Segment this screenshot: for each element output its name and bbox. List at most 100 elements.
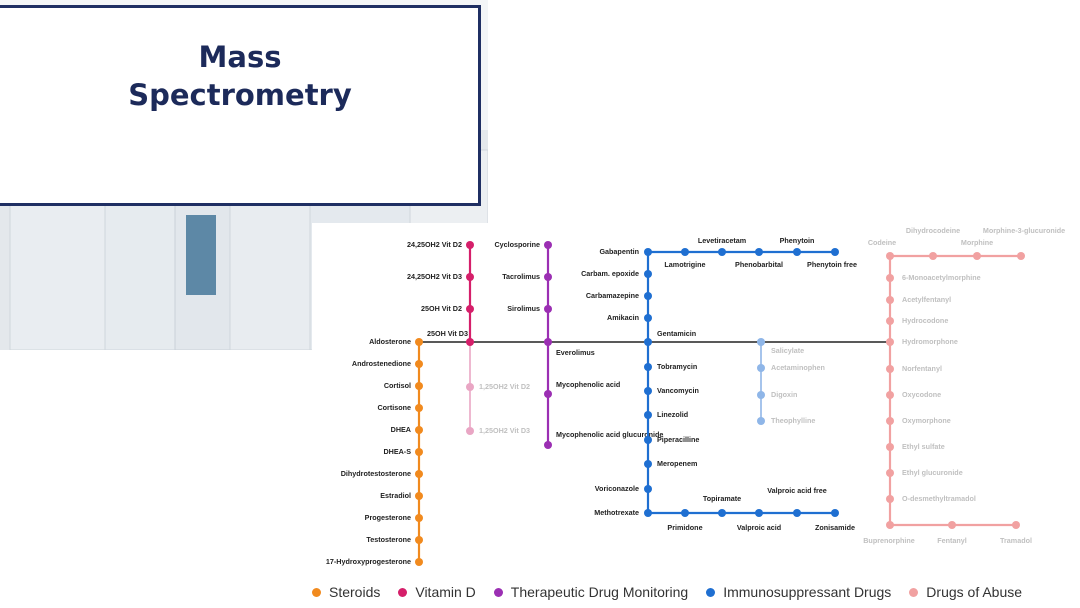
station-fentanyl — [948, 521, 956, 529]
station-sirolimus — [544, 305, 552, 313]
label-125oh2-vit-d2: 1,25OH2 Vit D2 — [479, 382, 530, 391]
label-tobramycin: Tobramycin — [657, 362, 697, 371]
station-acetylfentanyl — [886, 296, 894, 304]
label-testosterone: Testosterone — [366, 535, 411, 544]
station-buprenorphine — [886, 521, 894, 529]
station-salicylate — [757, 338, 765, 346]
station-vancomycin — [644, 387, 652, 395]
label-25oh-vit-d2: 25OH Vit D2 — [421, 304, 462, 313]
instrument-photo: Mass Spectrometry — [0, 0, 488, 350]
station-tobramycin — [644, 363, 652, 371]
label-oxycodone: Oxycodone — [902, 390, 941, 399]
label-2425oh2-vit-d2: 24,25OH2 Vit D2 — [407, 240, 462, 249]
station-2425oh2-vit-d2 — [466, 241, 474, 249]
station-phenytoin-free — [831, 248, 839, 256]
station-codeine — [886, 252, 894, 260]
station-voriconazole — [644, 485, 652, 493]
label-mycophenolic-acid-glucuronide: Mycophenolic acid glucuronide — [556, 430, 663, 439]
label-hydromorphone: Hydromorphone — [902, 337, 958, 346]
label-cyclosporine: Cyclosporine — [494, 240, 540, 249]
legend-dot-icon — [398, 587, 408, 597]
station-methotrexate — [644, 509, 652, 517]
station-estradiol — [415, 492, 423, 500]
station-ethyl-glucuronide — [886, 469, 894, 477]
station-testosterone — [415, 536, 423, 544]
label-morphine-3-glucuronide: Morphine-3-glucuronide — [983, 226, 1065, 235]
label-gabapentin: Gabapentin — [599, 247, 639, 256]
label-17-hydroxyprogesterone: 17-Hydroxyprogesterone — [326, 557, 411, 566]
label-buprenorphine: Buprenorphine — [863, 536, 915, 545]
station-norfentanyl — [886, 365, 894, 373]
station-phenytoin — [793, 248, 801, 256]
station-carbam-epoxide — [644, 270, 652, 278]
label-tramadol: Tramadol — [1000, 536, 1032, 545]
immuno-line: Gabapentin Carbam. epoxide Carbamazepine… — [581, 236, 857, 532]
legend-label: Therapeutic Drug Monitoring — [510, 584, 689, 600]
station-2425oh2-vit-d3 — [466, 273, 474, 281]
label-oxymorphone: Oxymorphone — [902, 416, 951, 425]
station-17-hydroxyprogesterone — [415, 558, 423, 566]
station-lamotrigine — [681, 248, 689, 256]
station-amikacin — [644, 314, 652, 322]
metro-map: Aldosterone Androstenedione Cortisol Cor… — [326, 226, 1065, 566]
label-digoxin: Digoxin — [771, 390, 797, 399]
station-mycophenolic-acid-glucuronide — [544, 441, 552, 449]
station-aldosterone — [415, 338, 423, 346]
title-line-1: Mass — [198, 40, 282, 74]
label-acetylfentanyl: Acetylfentanyl — [902, 295, 951, 304]
legend: Steroids Vitamin D Therapeutic Drug Moni… — [312, 580, 1080, 604]
legend-item-immuno: Immunosuppressant Drugs — [706, 584, 891, 600]
station-oxymorphone — [886, 417, 894, 425]
legend-item-abuse: Drugs of Abuse — [909, 584, 1022, 600]
station-progesterone — [415, 514, 423, 522]
label-methotrexate: Methotrexate — [594, 508, 639, 517]
station-digoxin — [757, 391, 765, 399]
station-dhea — [415, 426, 423, 434]
label-25oh-vit-d3: 25OH Vit D3 — [427, 329, 468, 338]
station-linezolid — [644, 411, 652, 419]
label-6-monoacetylmorphine: 6-Monoacetylmorphine — [902, 273, 981, 282]
label-phenytoin-free: Phenytoin free — [807, 260, 857, 269]
label-sirolimus: Sirolimus — [507, 304, 540, 313]
label-dhea-s: DHEA-S — [383, 447, 411, 456]
station-cortisone — [415, 404, 423, 412]
station-tramadol — [1012, 521, 1020, 529]
label-piperacilline: Piperacilline — [657, 435, 699, 444]
label-cortisone: Cortisone — [377, 403, 411, 412]
label-tacrolimus: Tacrolimus — [502, 272, 540, 281]
station-hydrocodone — [886, 317, 894, 325]
station-hydromorphone — [886, 338, 894, 346]
station-cortisol — [415, 382, 423, 390]
station-topiramate — [718, 509, 726, 517]
label-levetiracetam: Levetiracetam — [698, 236, 746, 245]
station-zonisamide — [831, 509, 839, 517]
label-carbam-epoxide: Carbam. epoxide — [581, 269, 639, 278]
legend-label: Vitamin D — [415, 584, 476, 600]
label-valproic-acid-free: Valproic acid free — [767, 486, 827, 495]
label-lamotrigine: Lamotrigine — [664, 260, 705, 269]
label-mycophenolic-acid: Mycophenolic acid — [556, 380, 620, 389]
abuse-line: Codeine Dihydrocodeine Morphine Morphine… — [863, 226, 1065, 545]
label-dihydrotestosterone: Dihydrotestosterone — [341, 469, 411, 478]
station-o-desmethyltramadol — [886, 495, 894, 503]
page-title: Mass Spectrometry — [120, 38, 360, 114]
label-ethyl-glucuronide: Ethyl glucuronide — [902, 468, 963, 477]
station-ethyl-sulfate — [886, 443, 894, 451]
legend-dot-icon — [706, 587, 716, 597]
label-progesterone: Progesterone — [365, 513, 411, 522]
label-topiramate: Topiramate — [703, 494, 741, 503]
station-125oh2-vit-d3 — [466, 427, 474, 435]
legend-dot-icon — [493, 587, 503, 597]
station-morphine-3-glucuronide — [1017, 252, 1025, 260]
label-125oh2-vit-d3: 1,25OH2 Vit D3 — [479, 426, 530, 435]
label-valproic-acid: Valproic acid — [737, 523, 781, 532]
station-theophylline — [757, 417, 765, 425]
station-tacrolimus — [544, 273, 552, 281]
label-fentanyl: Fentanyl — [937, 536, 967, 545]
station-acetaminophen — [757, 364, 765, 372]
label-salicylate: Salicylate — [771, 346, 804, 355]
test-menu-diagram: Aldosterone Androstenedione Cortisol Cor… — [312, 223, 1080, 608]
label-theophylline: Theophylline — [771, 416, 815, 425]
title-line-2: Spectrometry — [128, 78, 352, 112]
legend-item-steroids: Steroids — [312, 584, 380, 600]
